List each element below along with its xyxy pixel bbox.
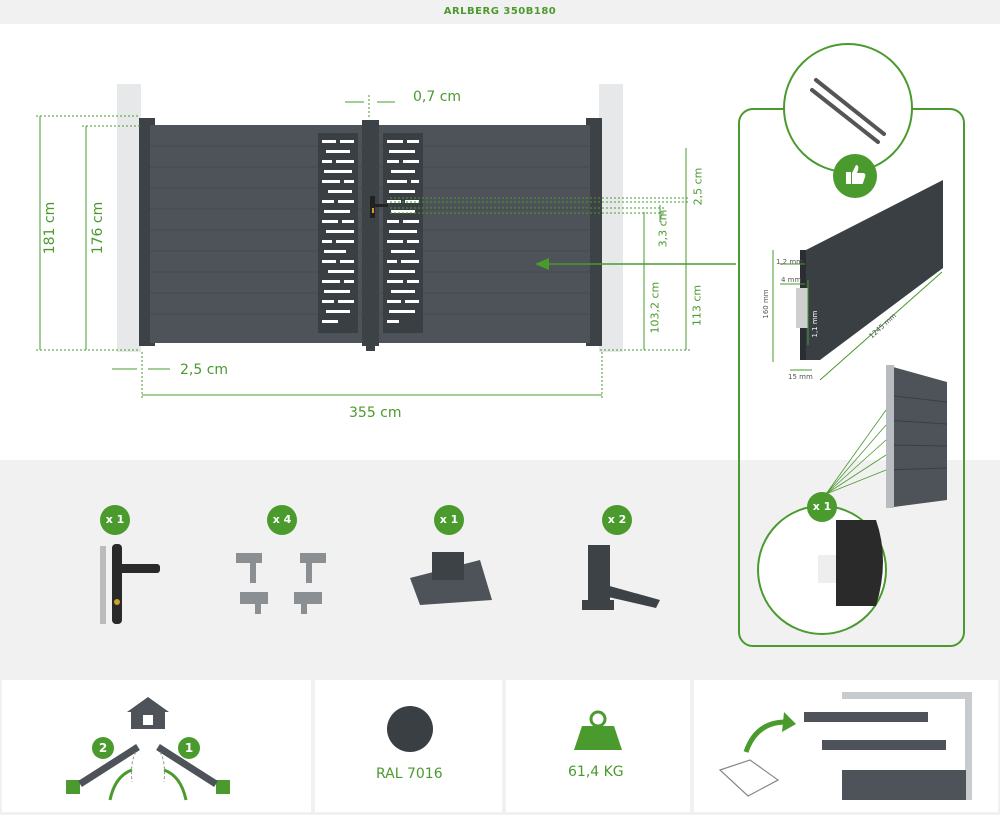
accessory-ground-stop-icon: [410, 552, 492, 605]
opening-step-1-badge: 1: [178, 737, 200, 759]
accessory-qty-badge: x 1: [434, 505, 464, 535]
profile-height-label: 160 mm: [762, 289, 770, 319]
panel-section-arrows: [825, 409, 887, 495]
gate-panel: [139, 118, 602, 351]
page-title: ARLBERG 350B180: [0, 0, 1000, 24]
profile-inner-label: 1,1 mm: [811, 310, 819, 338]
profile-qty-badge: x 1: [807, 492, 837, 522]
house-icon: [127, 697, 169, 729]
profile-thickness-top-label: 1,2 mm: [776, 258, 803, 266]
total-width-label: 355 cm: [349, 405, 402, 421]
weight-icon: [574, 710, 622, 750]
accessory-leaf-holder-icon: [582, 545, 660, 610]
left-post: [117, 84, 141, 352]
profile-board: [796, 180, 943, 360]
opening-step-2-badge: 2: [92, 737, 114, 759]
dimension-lines: [36, 95, 736, 400]
feature-opening-cell: [2, 680, 311, 812]
gap-top-label: 0,7 cm: [413, 89, 462, 105]
end-cap-icon: [836, 520, 883, 606]
rail-spacing-label: 2,5 cm: [691, 167, 705, 206]
lock-height-label: 103,2 cm: [648, 281, 662, 334]
handle-height-label: 113 cm: [690, 284, 704, 327]
delivery-packaging-icon: [718, 692, 972, 800]
accessory-qty-badge: x 1: [100, 505, 130, 535]
total-height-label: 181 cm: [42, 201, 58, 255]
weight-label: 61,4 KG: [568, 764, 624, 780]
accessory-hinge-set-icon: [236, 553, 326, 614]
color-swatch: [387, 706, 433, 752]
opening-direction-icon: [66, 744, 230, 801]
rail-icon: [810, 78, 886, 144]
accessory-qty-badge: x 2: [602, 505, 632, 535]
panel-section: [885, 365, 948, 508]
profile-thickness-mid-label: 4 mm: [781, 276, 802, 284]
rail-height-label: 3,3 cm: [656, 209, 670, 248]
profile-dimension-lines: [772, 250, 943, 381]
color-label: RAL 7016: [376, 766, 443, 782]
side-gap-label: 2,5 cm: [180, 362, 229, 378]
leaf-height-label: 176 cm: [90, 201, 106, 255]
accessory-handle-lock-icon: [100, 544, 160, 624]
right-post: [599, 84, 623, 352]
accessory-qty-badge: x 4: [267, 505, 297, 535]
rail-detail-circle: [783, 43, 913, 173]
profile-width-label: 15 mm: [788, 373, 813, 381]
